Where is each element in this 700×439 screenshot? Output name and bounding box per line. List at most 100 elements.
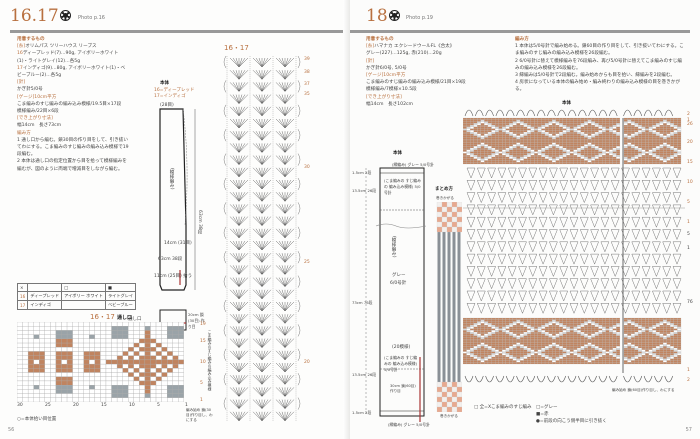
photo-ref: Photo p.19 (406, 15, 433, 21)
v-stitch (610, 216, 620, 228)
grid-cell (477, 130, 481, 133)
grid-cell (616, 124, 621, 127)
grid-cell (111, 372, 118, 377)
chart-row-label: 1 (687, 220, 690, 225)
grid-cell (609, 130, 613, 133)
fan-stitch (252, 338, 272, 348)
grid-cell (630, 323, 635, 326)
grid-cell (659, 339, 664, 342)
grid-cell (548, 328, 553, 331)
grid-cell (502, 349, 506, 352)
grid-cell (33, 397, 40, 402)
grid-cell (663, 139, 667, 142)
grid-cell (523, 326, 528, 329)
grid-cell (516, 326, 521, 329)
v-stitch (631, 204, 641, 216)
grid-cell (623, 346, 628, 349)
grid-cell (519, 328, 524, 331)
grid-cell (516, 126, 521, 129)
grid-cell (609, 128, 613, 131)
grid-cell (516, 346, 521, 349)
grid-cell (487, 333, 492, 336)
grid-cell (509, 139, 514, 142)
grid-cell (616, 121, 621, 124)
grid-cell (602, 333, 606, 336)
grid-cell (530, 330, 535, 333)
grid-cell (591, 326, 596, 329)
grid-cell (659, 319, 664, 322)
top-edge-label: (縁編み) グレー 5/0号針 (392, 162, 434, 167)
grid-cell (502, 133, 506, 136)
grid-cell (559, 356, 563, 359)
grid-cell (484, 132, 489, 135)
grid-cell (466, 340, 471, 343)
grid-cell (78, 330, 84, 335)
grid-cell (477, 353, 481, 356)
grid-cell (541, 342, 546, 345)
grid-cell (523, 362, 528, 365)
grid-cell (463, 333, 467, 336)
grid-cell (167, 330, 173, 335)
grid-cell (122, 338, 129, 344)
v-stitch (641, 192, 651, 204)
grid-cell (544, 360, 549, 363)
grid-cell (494, 324, 499, 327)
edge-scallop (588, 375, 597, 383)
grid-cell (652, 323, 657, 326)
grid-cell (527, 149, 531, 152)
grid-cell (537, 333, 542, 336)
grid-cell (648, 140, 653, 143)
finish-bottom-label: 巻きかがる (440, 414, 458, 418)
grid-cell (630, 132, 635, 135)
v-stitch (662, 241, 672, 253)
grid-cell (591, 151, 596, 154)
grid-cell (477, 328, 481, 331)
grid-cell (645, 140, 649, 143)
grid-cell (655, 358, 660, 361)
grid-cell (602, 119, 606, 122)
grid-cell (569, 144, 574, 147)
tassel-cell (456, 211, 462, 218)
grid-cell (512, 142, 517, 145)
grid-cell (602, 135, 606, 138)
grid-cell (66, 322, 73, 327)
grid-cell (602, 358, 606, 361)
grid-cell (39, 342, 45, 348)
grid-cell (494, 149, 499, 152)
grid-cell (473, 323, 478, 326)
grid-cell (594, 335, 599, 338)
grid-cell (609, 146, 613, 149)
grid-cell (566, 362, 571, 365)
grid-cell (516, 340, 521, 343)
grid-cell (498, 347, 503, 350)
grid-cell (509, 144, 514, 147)
grid-cell (587, 324, 592, 327)
grid-cell (491, 342, 496, 345)
grid-cell (480, 344, 485, 347)
grid-cell (139, 389, 146, 394)
grid-cell (584, 142, 588, 145)
v-stitch (652, 266, 661, 278)
grid-cell (516, 158, 521, 161)
grid-cell (548, 130, 553, 133)
fan-stitch (275, 216, 295, 226)
grid-cell (652, 340, 657, 343)
grid-cell (133, 380, 140, 386)
grid-cell (480, 140, 485, 143)
grid-cell (587, 162, 592, 165)
grid-cell (594, 355, 599, 358)
grid-cell (569, 330, 574, 333)
grid-cell (463, 344, 467, 347)
grid-cell (587, 347, 592, 350)
grid-cell (537, 153, 542, 156)
grid-cell (648, 362, 653, 365)
grid-cell (484, 330, 489, 333)
grid-cell (477, 358, 481, 361)
pattern-number: 16.17 (10, 6, 59, 26)
grid-cell (523, 117, 528, 120)
grid-cell (477, 346, 481, 349)
grid-cell (516, 330, 521, 333)
grid-cell (573, 333, 578, 336)
tassel-cell (451, 406, 458, 412)
fan-stitch (229, 204, 249, 214)
